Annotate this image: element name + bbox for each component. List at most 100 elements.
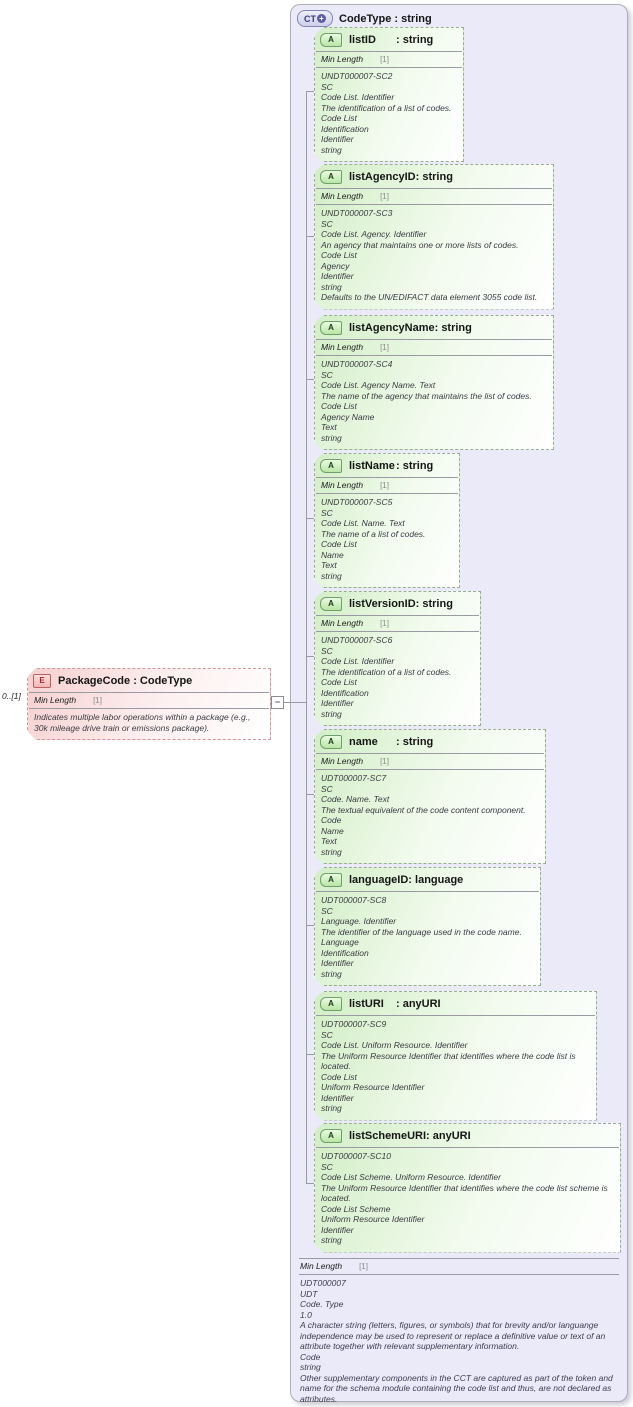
attribute-annotation: UDT000007-SC10 SC Code List Scheme. Unif… — [321, 1151, 608, 1245]
divider — [316, 204, 552, 205]
facet-name: Min Length — [34, 695, 77, 705]
element-annotation: Indicates multiple labor operations with… — [34, 712, 251, 733]
attribute-icon: A — [320, 1129, 342, 1143]
connector-stub — [306, 794, 314, 795]
divider — [316, 769, 544, 770]
facet-name: Min Length — [321, 618, 364, 628]
attribute-icon: A — [320, 321, 342, 335]
connector-stub — [306, 518, 314, 519]
attribute-annotation: UNDT000007-SC2 SC Code List. Identifier … — [321, 71, 452, 155]
attribute-icon: A — [320, 997, 342, 1011]
connector-stub — [306, 236, 314, 237]
facet-value: [1] — [380, 343, 389, 352]
attribute-icon: A — [320, 873, 342, 887]
divider — [29, 708, 269, 709]
complex-type-icon: CT+ — [297, 10, 333, 27]
divider — [316, 1147, 619, 1148]
facet-name: Min Length — [321, 191, 364, 201]
attribute-type: : string — [415, 171, 453, 183]
attribute-type: : string — [396, 736, 434, 748]
divider — [316, 188, 552, 189]
divider — [316, 1015, 595, 1016]
divider — [316, 615, 479, 616]
attribute-name: listName — [349, 460, 395, 472]
attribute-annotation: UDT000007-SC8 SC Language. Identifier Th… — [321, 895, 522, 979]
attribute-name: languageID — [349, 874, 409, 886]
tree-spine — [306, 91, 307, 1184]
attribute-annotation: UNDT000007-SC3 SC Code List. Agency. Ide… — [321, 208, 538, 302]
divider — [316, 493, 458, 494]
facet-name: Min Length — [321, 54, 364, 64]
element-icon: E — [33, 674, 51, 688]
connector-stub — [306, 925, 314, 926]
connector-stub — [306, 91, 314, 92]
connector-stub — [306, 1054, 314, 1055]
divider — [299, 1258, 619, 1259]
attribute-type: : language — [408, 874, 464, 886]
complex-type-title: CodeType : string — [339, 12, 432, 25]
attribute-icon: A — [320, 33, 342, 47]
divider — [316, 355, 552, 356]
facet-name: Min Length — [321, 756, 364, 766]
cardinality-label: 0..[1] — [2, 691, 21, 701]
attribute-name: listVersionID — [349, 598, 416, 610]
attribute-annotation: UNDT000007-SC4 SC Code List. Agency Name… — [321, 359, 532, 443]
facet-value: [1] — [380, 481, 389, 490]
facet-value: [1] — [380, 757, 389, 766]
divider — [299, 1274, 619, 1275]
attribute-annotation: UNDT000007-SC6 SC Code List. Identifier … — [321, 635, 452, 719]
connector-stub — [306, 656, 314, 657]
connector-stub — [306, 1183, 314, 1184]
facet-name: Min Length — [321, 342, 364, 352]
complex-type-header: CT+ CodeType : string — [297, 10, 432, 27]
attribute-annotation: UDT000007-SC9 SC Code List. Uniform Reso… — [321, 1019, 576, 1113]
facet-value: [1] — [380, 55, 389, 64]
divider — [316, 51, 462, 52]
divider — [316, 631, 479, 632]
attribute-name: listAgencyName — [349, 322, 435, 334]
attribute-type: : string — [396, 460, 434, 472]
attribute-annotation: UDT000007-SC7 SC Code. Name. Text The te… — [321, 773, 526, 857]
attribute-name: listAgencyID — [349, 171, 416, 183]
attribute-icon: A — [320, 459, 342, 473]
attribute-name: listSchemeURI — [349, 1130, 427, 1142]
divider — [316, 753, 544, 754]
facet-value: [1] — [380, 619, 389, 628]
attribute-type: : string — [434, 322, 472, 334]
attribute-annotation: UNDT000007-SC5 SC Code List. Name. Text … — [321, 497, 426, 581]
facet-value: [1] — [359, 1262, 368, 1271]
connector-line — [284, 702, 306, 703]
facet-name: Min Length — [321, 480, 364, 490]
divider — [316, 891, 539, 892]
attribute-name: listID — [349, 34, 376, 46]
complex-type-facets: Min Length[1] UDT000007 UDT Code. Type 1… — [298, 1257, 620, 1404]
attribute-type: : anyURI — [426, 1130, 471, 1142]
element-title: PackageCode : CodeType — [58, 675, 193, 687]
attribute-icon: A — [320, 597, 342, 611]
facet-name: Min Length — [300, 1261, 343, 1271]
attribute-icon: A — [320, 170, 342, 184]
attribute-type: : string — [396, 34, 434, 46]
collapse-toggle-icon[interactable]: − — [271, 696, 284, 709]
attribute-icon: A — [320, 735, 342, 749]
facet-value: [1] — [93, 696, 102, 705]
divider — [316, 67, 462, 68]
element-box-packagecode: E PackageCode : CodeType Min Length [1] In… — [27, 668, 271, 740]
attribute-type: : string — [415, 598, 453, 610]
divider — [316, 339, 552, 340]
complex-type-icon-label: CT — [304, 13, 316, 24]
attribute-name: listURI — [349, 998, 384, 1010]
connector-stub — [306, 379, 314, 380]
expand-icon[interactable]: + — [317, 14, 326, 23]
attribute-type: : anyURI — [396, 998, 441, 1010]
attribute-name: name — [349, 736, 378, 748]
